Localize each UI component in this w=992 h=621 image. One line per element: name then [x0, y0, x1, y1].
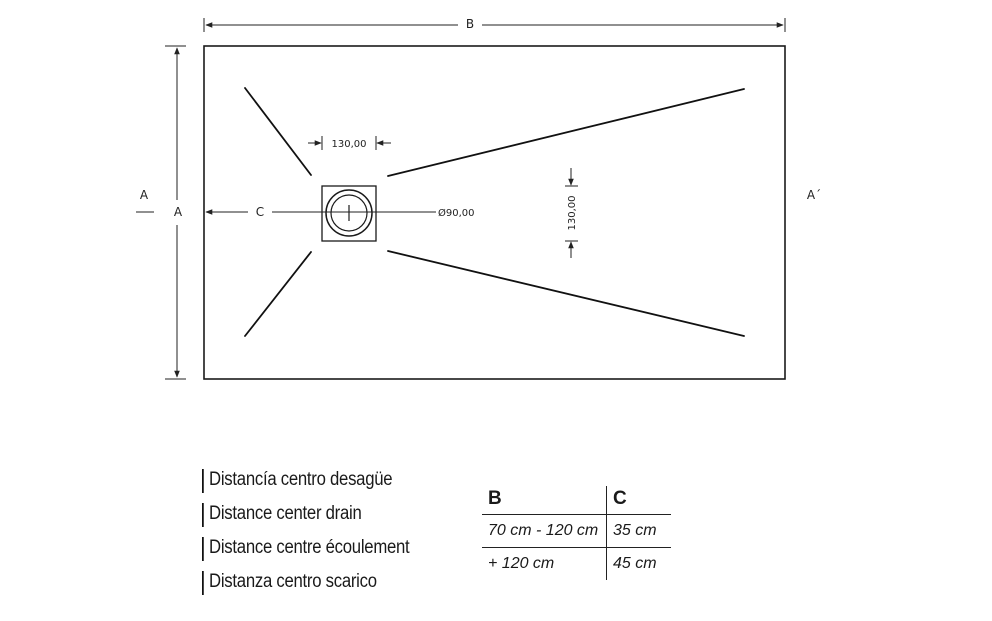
tray-outline [203, 45, 786, 380]
dimension-drain-width: 130,00 [308, 136, 391, 150]
table-header-row: B C [482, 486, 671, 515]
legend-item-en: Distance center drain [202, 497, 409, 531]
header-c: C [606, 486, 671, 515]
drain-distance-legend: Distancía centro desagüe Distance center… [202, 463, 438, 599]
table-cell: 45 cm [606, 547, 671, 580]
table-cell: 35 cm [606, 514, 671, 548]
table-cell: 70 cm - 120 cm [482, 514, 607, 548]
drain [321, 185, 377, 242]
section-mark-a: A [136, 188, 154, 213]
label-drain-width: 130,00 [332, 139, 367, 150]
legend-item-it: Distanza centro scarico [202, 565, 409, 599]
dimension-b: B [203, 17, 786, 32]
label-drain-height: 130,00 [567, 196, 578, 231]
label-a-prime: A´ [807, 188, 821, 202]
dimension-drain-height: 130,00 [565, 168, 578, 258]
table-row: 70 cm - 120 cm 35 cm [482, 514, 671, 548]
label-a-inner: A [174, 205, 183, 219]
legend-item-es: Distancía centro desagüe [202, 463, 409, 497]
tray-slope-lines [244, 87, 745, 337]
table-cell: + 120 cm [482, 547, 607, 580]
dimension-table: B C 70 cm - 120 cm 35 cm + 120 cm 45 cm [482, 486, 671, 580]
legend-item-fr: Distance centre écoulement [202, 531, 410, 565]
header-b: B [488, 488, 502, 509]
label-b: B [466, 17, 474, 31]
table-row: + 120 cm 45 cm [482, 547, 671, 580]
dimension-c: C [205, 205, 349, 219]
label-diameter: Ø90,00 [438, 207, 475, 219]
dimension-diameter: Ø90,00 [349, 207, 475, 219]
section-mark-a-prime: A´ [807, 188, 821, 202]
label-c: C [256, 205, 264, 219]
dimension-a: A [165, 45, 186, 380]
label-a-left: A [140, 188, 149, 202]
